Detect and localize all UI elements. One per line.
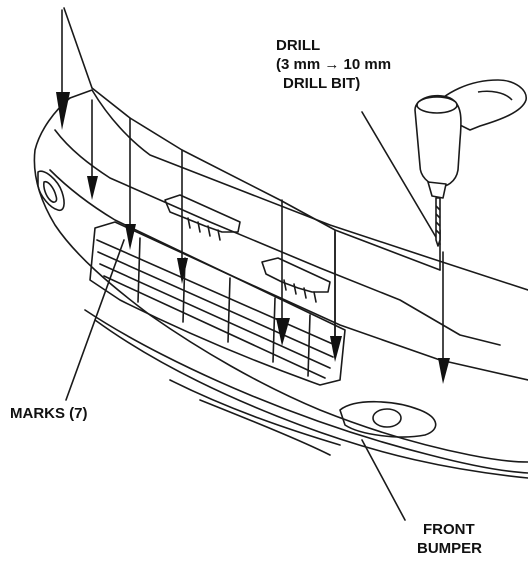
grille-bar (103, 275, 326, 379)
triangle-mark-icon (276, 318, 290, 346)
grille-frame (89, 221, 346, 386)
drill-label: DRILL (3 mm → 10 mm DRILL BIT) (276, 36, 391, 93)
front-bumper-label: FRONT BUMPER (417, 520, 482, 558)
bumper-top-edge (69, 89, 528, 291)
marks-label: MARKS (7) (10, 405, 88, 422)
right-fog-lamp (339, 400, 437, 438)
bumper-outline (33, 97, 528, 463)
bracket-clip-right (261, 257, 331, 293)
drill-label-line2: (3 mm → 10 mm (276, 56, 392, 73)
bumper-mid-line (49, 169, 528, 381)
triangle-mark-icon (438, 358, 450, 384)
grille-bar (97, 251, 334, 358)
triangle-mark-icon (330, 336, 342, 362)
bumper-upper-lip (54, 129, 501, 346)
grille-rib (227, 277, 231, 343)
guide-line (63, 7, 93, 89)
triangle-mark-icon (87, 176, 98, 200)
bumper-chin-2 (199, 399, 331, 456)
guide-line (91, 87, 441, 271)
front-bumper-label-line1: FRONT (423, 521, 475, 538)
right-fog-lamp-bulb (372, 408, 402, 428)
grille-rib (137, 237, 141, 303)
triangle-mark-icon (125, 224, 136, 250)
front-bumper-leader (361, 439, 406, 521)
marks-leader (65, 239, 125, 401)
front-bumper-label-line2: BUMPER (417, 540, 483, 557)
bumper-chin (169, 379, 341, 446)
grille-bar (99, 263, 331, 369)
drill-label-line1: DRILL (276, 37, 321, 54)
left-fog-lamp (37, 170, 65, 212)
drill-leader (361, 111, 441, 245)
drill-icon (414, 79, 527, 247)
grille-rib (272, 297, 276, 363)
bracket-clip-left (164, 194, 241, 233)
grille-bar (96, 239, 336, 346)
triangle-mark-icon (56, 92, 70, 130)
drill-label-line3: DRILL BIT) (283, 75, 361, 92)
triangle-mark-icon (177, 258, 188, 284)
bumper-lower-edge (84, 309, 528, 474)
bracket-clip-right-teeth (283, 279, 317, 303)
grille-rib (307, 314, 311, 377)
bumper-bottom-lip (94, 319, 528, 479)
bracket-clip-left-teeth (187, 217, 221, 241)
left-fog-lamp-inner (43, 180, 58, 203)
